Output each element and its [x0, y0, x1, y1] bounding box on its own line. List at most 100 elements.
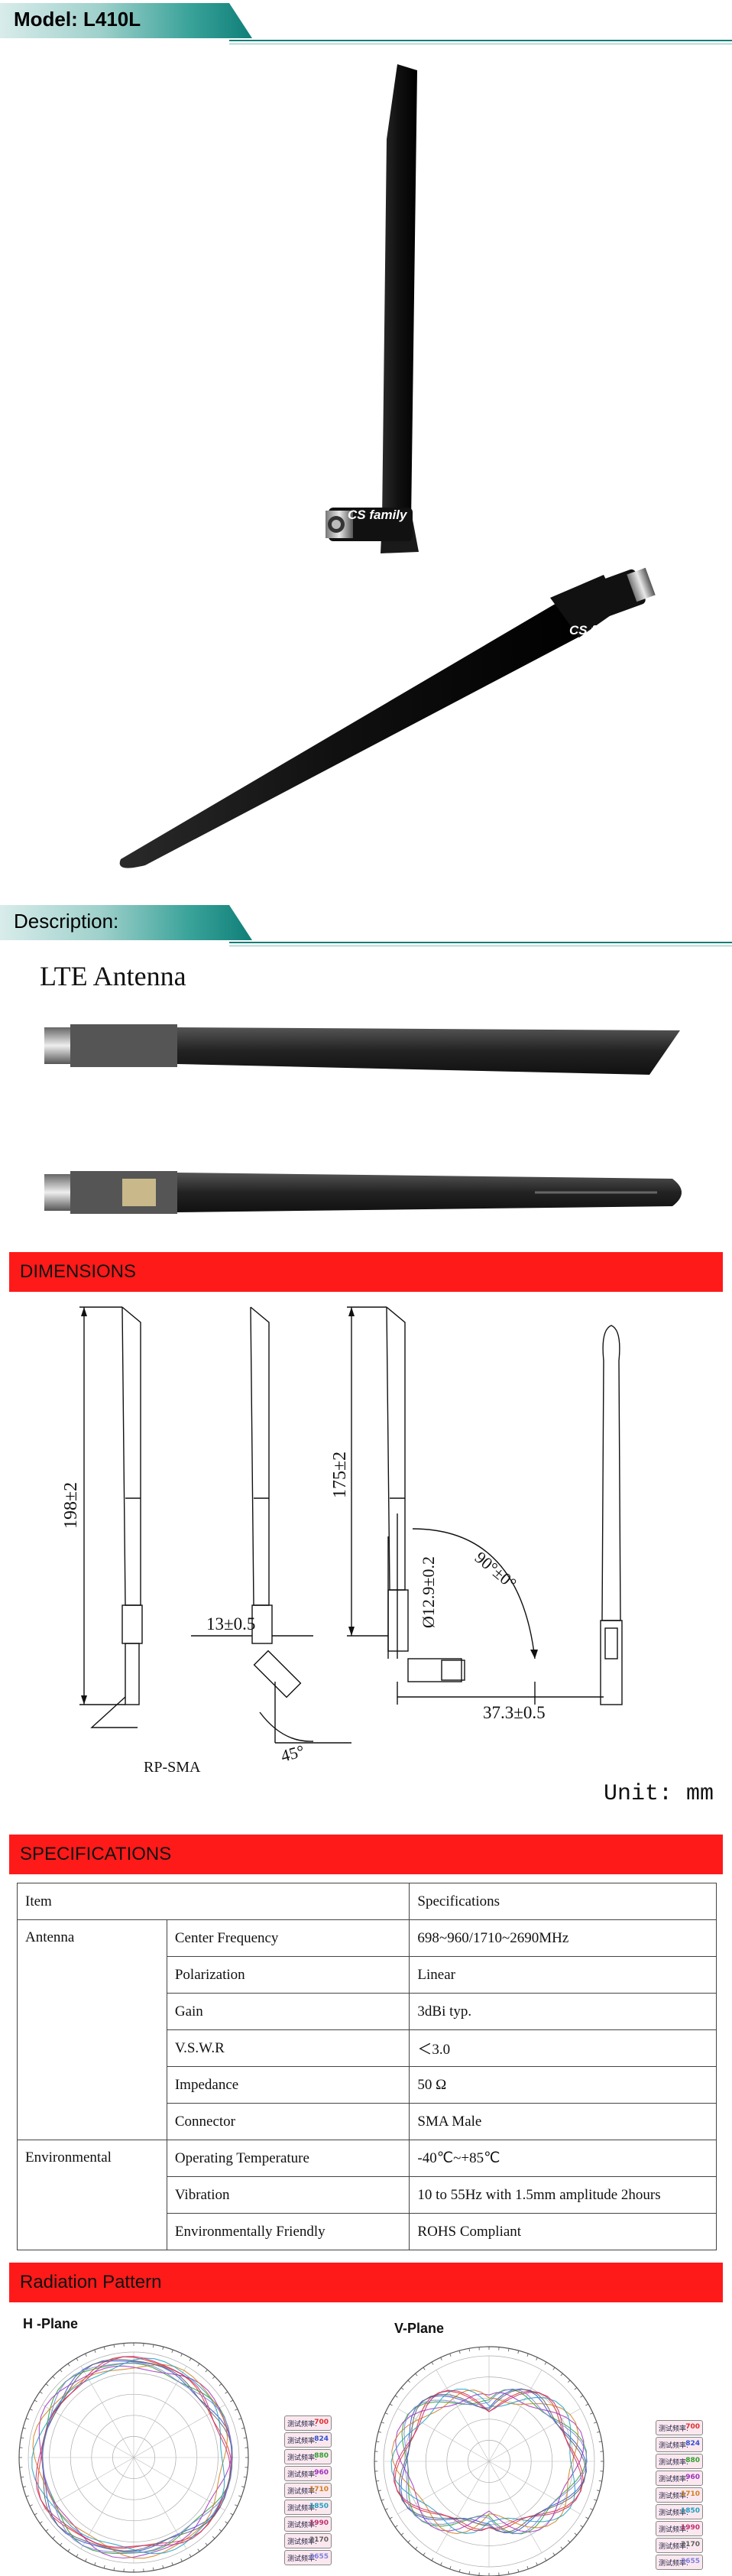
polar-tick	[189, 2357, 192, 2361]
polar-tick	[29, 2409, 33, 2411]
polar-tick	[384, 2508, 388, 2510]
polar-tick	[205, 2542, 208, 2546]
polar-tick	[507, 2571, 510, 2574]
polar-tick	[560, 2546, 563, 2550]
polar-tick	[431, 2558, 434, 2561]
group-label: Environmental	[17, 2140, 167, 2250]
legend-frequency: 2655	[680, 2558, 700, 2565]
polar-spoke	[80, 2457, 134, 2549]
polar-spoke	[133, 2457, 225, 2511]
legend-frequency: 1710	[680, 2490, 700, 2498]
v-plane-title: V-Plane	[394, 2321, 445, 2336]
legend-item: 测试频率:960	[656, 2471, 703, 2486]
legend-item: 测试频率:1850	[656, 2504, 703, 2519]
dim-angle-90: 90°±0°	[471, 1548, 520, 1593]
legend-frequency: 700	[685, 2423, 700, 2431]
banner-rule	[229, 40, 732, 41]
legend-prefix: 测试频率:	[659, 2459, 689, 2467]
dim-offset-13: 13±0.5	[206, 1614, 255, 1634]
polar-spoke	[42, 2457, 134, 2511]
legend-prefix: 测试频率:	[659, 2509, 689, 2517]
table-row: Connector SMA Male	[18, 2103, 717, 2140]
legend-prefix: 测试频率:	[287, 2488, 318, 2496]
antenna-angled-photo	[119, 567, 656, 868]
param-cell: V.S.W.R	[166, 2029, 410, 2067]
polar-tick	[235, 2409, 238, 2411]
legend-prefix: 测试频率:	[287, 2438, 318, 2445]
polar-tick	[567, 2539, 571, 2543]
legend-frequency: 700	[314, 2419, 329, 2426]
polar-tick	[431, 2361, 434, 2365]
polar-tick	[526, 2566, 529, 2570]
polar-tick	[85, 2558, 87, 2562]
param-cell: Vibration	[166, 2176, 410, 2214]
polar-tick	[560, 2373, 563, 2376]
polar-tick	[389, 2403, 393, 2406]
radiation-title: Radiation Pattern	[20, 2272, 162, 2292]
pattern-trace	[42, 2359, 233, 2552]
polar-spoke	[488, 2408, 581, 2462]
polar-tick	[189, 2554, 192, 2558]
legend-item: 测试频率:960	[284, 2466, 332, 2481]
polar-tick	[378, 2490, 382, 2492]
polar-tick	[596, 2490, 600, 2492]
polar-tick	[526, 2353, 529, 2357]
table-row: Gain 3dBi typ.	[18, 1993, 717, 2030]
legend-prefix: 测试频率:	[287, 2505, 318, 2513]
polar-tick	[25, 2495, 29, 2497]
side-view-open	[44, 1171, 682, 1214]
polar-tick	[39, 2391, 43, 2394]
polar-tick	[34, 2399, 37, 2402]
polar-tick	[230, 2399, 234, 2402]
value-cell: Linear	[409, 1956, 717, 1994]
polar-tick	[103, 2565, 105, 2568]
value-cell: 50 Ω	[409, 2066, 717, 2104]
legend-prefix: 测试频率:	[659, 2442, 689, 2450]
value-cell: -40℃~+85℃	[409, 2140, 717, 2177]
legend-prefix: 测试频率:	[287, 2522, 318, 2529]
legend-prefix: 测试频率:	[287, 2421, 318, 2428]
polar-tick	[152, 2567, 154, 2571]
banner-gradient	[0, 3, 252, 38]
polar-tick	[407, 2380, 411, 2383]
polar-tick	[225, 2391, 228, 2394]
polar-tick	[440, 2357, 442, 2360]
dimension-arrows	[81, 1307, 538, 1705]
product-photos	[119, 64, 656, 868]
polar-tick	[458, 2351, 461, 2354]
polar-tick	[376, 2441, 380, 2443]
table-row: Environmentally Friendly ROHS Compliant	[18, 2213, 717, 2250]
header-item: Item	[16, 1883, 410, 1920]
model-banner: Model: L410L	[0, 0, 732, 47]
dim-angle-45: 45°	[279, 1741, 306, 1766]
polar-tick	[544, 2361, 547, 2365]
h-plane-title: H -Plane	[23, 2316, 79, 2331]
polar-tick	[507, 2348, 510, 2352]
polar-tick	[212, 2535, 215, 2539]
polar-tick	[219, 2529, 222, 2532]
legend-item: 测试频率:2170	[284, 2533, 332, 2548]
description-banner: Description:	[0, 902, 732, 949]
polar-tick	[212, 2376, 215, 2380]
polar-tick	[394, 2395, 398, 2398]
polar-spoke	[80, 2366, 134, 2458]
polar-tick	[552, 2552, 555, 2556]
polar-tick	[415, 2373, 418, 2376]
polar-tick	[180, 2353, 183, 2357]
pattern-trace	[31, 2357, 225, 2555]
polar-tick	[225, 2521, 228, 2524]
legend-frequency: 2170	[309, 2536, 329, 2544]
polar-tick	[162, 2347, 164, 2351]
polar-tick	[180, 2558, 183, 2562]
legend-prefix: 测试频率:	[659, 2493, 689, 2500]
legend-frequency: 824	[314, 2435, 329, 2443]
dim-height-175: 175±2	[330, 1452, 350, 1498]
legend-item: 测试频率:2170	[656, 2538, 703, 2553]
polar-tick	[449, 2353, 452, 2357]
polar-tick	[152, 2344, 154, 2348]
value-cell: ROHS Compliant	[409, 2213, 717, 2250]
polar-tick	[171, 2562, 173, 2566]
polar-tick	[29, 2504, 33, 2506]
polar-tick	[235, 2504, 238, 2506]
polar-tick	[580, 2525, 584, 2528]
